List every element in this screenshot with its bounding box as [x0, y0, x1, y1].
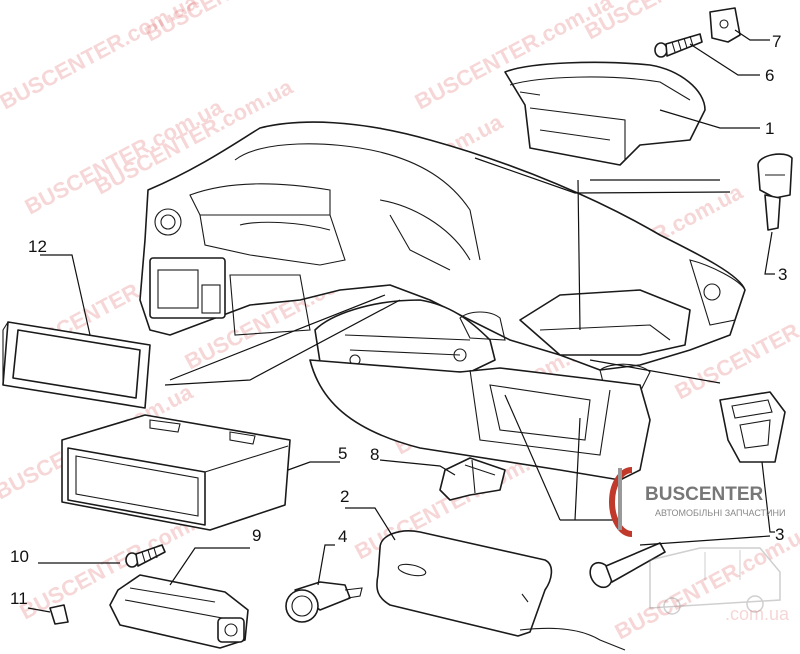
- watermark-text: BUSCENTER.com.ua: [611, 519, 800, 645]
- part-10-screw: [125, 544, 166, 568]
- part-8-bracket: [439, 457, 506, 501]
- part-7-clip: [709, 7, 741, 43]
- leader-lines: [27, 29, 775, 613]
- part-6-screw: [654, 33, 703, 58]
- callout-labels: 1 2 3 3 4 5 6 7 8 9 10 11 12: [10, 32, 787, 608]
- part-5-radio-housing: [61, 414, 291, 531]
- part-2-visor: [376, 530, 626, 651]
- part-1-storage-bin: [504, 61, 706, 166]
- part-3-clip-top: [757, 153, 793, 231]
- part-4-lighter: [285, 581, 363, 623]
- callout-5: 5: [338, 444, 347, 463]
- dashboard-assembly: [139, 121, 746, 481]
- callout-1: 1: [765, 119, 774, 138]
- callout-8: 8: [370, 445, 379, 464]
- callout-3: 3: [775, 525, 784, 544]
- logo-name: BUSCENTER: [645, 484, 764, 505]
- callout-9: 9: [252, 526, 261, 545]
- callout-4: 4: [338, 527, 347, 546]
- part-3-switch: [719, 391, 786, 463]
- watermark-text: BUSCENTER.com.ua: [581, 0, 788, 44]
- part-11-clip: [49, 604, 69, 625]
- van-icon: [649, 547, 781, 615]
- logo-mark: [609, 467, 633, 537]
- logo-url: .com.ua: [725, 604, 790, 624]
- callout-6: 6: [765, 66, 774, 85]
- callout-11: 11: [10, 589, 28, 608]
- part-3-knob: [589, 542, 666, 589]
- callout-7: 7: [772, 32, 781, 51]
- callout-10: 10: [10, 547, 29, 566]
- callout-12: 12: [28, 237, 47, 256]
- part-9-ashtray: [109, 574, 249, 649]
- logo-subtitle: АВТОМОБІЛЬНІ ЗАПЧАСТИНИ: [655, 508, 785, 518]
- callout-3: 3: [778, 265, 787, 284]
- buscenter-logo: BUSCENTER АВТОМОБІЛЬНІ ЗАПЧАСТИНИ .com.u…: [609, 467, 790, 624]
- part-12-frame: [2, 321, 151, 409]
- watermark-text: BUSCENTER.com.ua: [141, 0, 348, 46]
- callout-2: 2: [340, 487, 349, 506]
